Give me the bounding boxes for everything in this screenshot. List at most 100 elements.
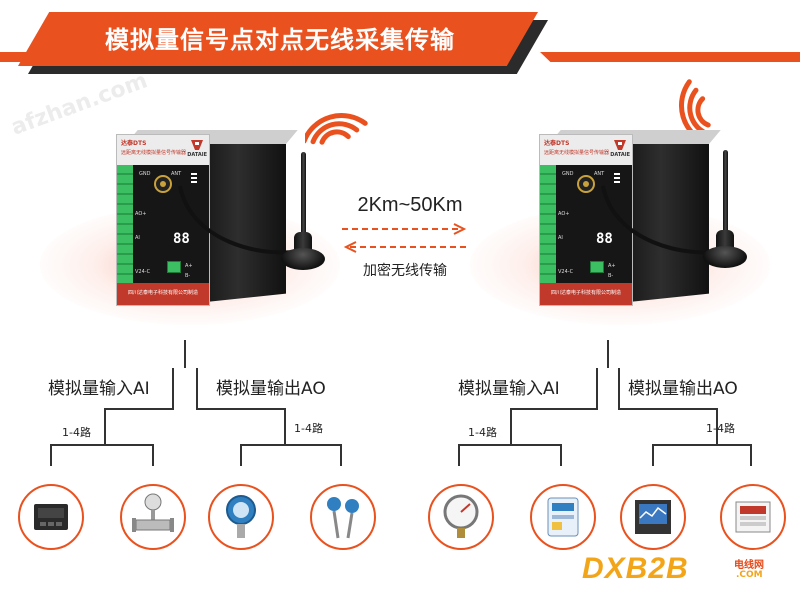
a-label: A+ [608, 263, 616, 269]
connector-line [607, 340, 609, 368]
v24-label: V24-C [558, 269, 574, 275]
terminal-connector [167, 261, 181, 273]
connector-line [172, 368, 174, 408]
distance-label: 2Km~50Km [357, 194, 463, 216]
antenna-icon [698, 150, 758, 290]
device-footer-text: 四川达泰电子科技有限公司制造 [550, 290, 621, 296]
connector-line [50, 444, 52, 466]
ai-label: AI [135, 235, 140, 241]
temperature-sensor-icon [310, 484, 376, 550]
gnd-label: GND [562, 171, 574, 177]
antenna-connector-icon [577, 175, 595, 193]
gnd-label: GND [139, 171, 151, 177]
connector-line [340, 444, 342, 466]
device-front-panel: 达泰DTS 远距离无线模拟量信号传输器 DATAIE GND ANT AO+ A… [539, 134, 633, 306]
connector-line [284, 408, 286, 444]
pressure-transmitter-icon [208, 484, 274, 550]
ant-label: ANT [594, 171, 605, 177]
banner-stripe-right [540, 52, 800, 62]
electric-meter-icon [530, 484, 596, 550]
antenna-connector-icon [154, 175, 172, 193]
pressure-gauge-icon [428, 484, 494, 550]
analog-input-label: 模拟量输入AI [458, 379, 560, 399]
analog-input-label: 模拟量输入AI [48, 379, 150, 399]
watermark-logo: DXB2B [582, 552, 689, 585]
ao-label: AO+ [558, 211, 570, 217]
connector-line [240, 444, 342, 446]
status-leds [191, 173, 197, 185]
terminal-connector [590, 261, 604, 273]
connector-line [104, 408, 174, 410]
connector-line [152, 444, 154, 466]
device-logo-text: DATAIE [187, 152, 207, 158]
ant-label: ANT [171, 171, 182, 177]
antenna-icon [276, 152, 336, 292]
title-banner: 模拟量信号点对点无线采集传输 [0, 12, 800, 82]
route-count-label: 1-4路 [468, 426, 497, 439]
device-control-panel: GND ANT AO+ AI 88 V24-C A+ B- [133, 165, 209, 283]
arrow-right-icon [342, 223, 467, 235]
watermark-com: .COM [736, 570, 763, 580]
banner-background [18, 12, 538, 66]
route-count-label: 1-4路 [294, 422, 323, 435]
power-meter-icon [18, 484, 84, 550]
vortex-flowmeter-icon [120, 484, 186, 550]
watermark-cn: 电线网 [734, 560, 764, 571]
wireless-transmitter-right: 达泰DTS 远距离无线模拟量信号传输器 DATAIE GND ANT AO+ A… [539, 130, 721, 309]
connector-line [458, 444, 460, 466]
b-label: B- [608, 273, 614, 279]
connector-line [50, 444, 154, 446]
device-footer: 四川达泰电子科技有限公司制造 [540, 283, 632, 305]
device-model: 远距离无线模拟量信号传输器 [544, 150, 610, 156]
paperless-recorder-icon [620, 484, 686, 550]
connector-line [104, 408, 106, 444]
connector-line [596, 368, 598, 408]
connector-line [196, 408, 286, 410]
device-front-panel: 达泰DTS 远距离无线模拟量信号传输器 DATAIE GND ANT AO+ A… [116, 134, 210, 306]
device-brand: 达泰DTS [544, 140, 570, 147]
device-header: 达泰DTS 远距离无线模拟量信号传输器 DATAIE [540, 135, 632, 165]
arrow-left-icon [343, 241, 468, 253]
ai-label: AI [558, 235, 563, 241]
seven-segment-display: 88 [173, 231, 190, 247]
connector-line [184, 340, 186, 368]
digital-panel-meter-icon [720, 484, 786, 550]
wifi-signal-icon [301, 98, 375, 168]
device-footer: 四川达泰电子科技有限公司制造 [117, 283, 209, 305]
connector-line [458, 444, 562, 446]
connector-line [618, 408, 718, 410]
device-model: 远距离无线模拟量信号传输器 [121, 150, 187, 156]
device-footer-text: 四川达泰电子科技有限公司制造 [127, 290, 198, 296]
device-brand: 达泰DTS [121, 140, 147, 147]
device-header: 达泰DTS 远距离无线模拟量信号传输器 DATAIE [117, 135, 209, 165]
b-label: B- [185, 273, 191, 279]
connector-line [652, 444, 752, 446]
device-control-panel: GND ANT AO+ AI 88 V24-C A+ B- [556, 165, 632, 283]
status-leds [614, 173, 620, 185]
connector-line [510, 408, 598, 410]
connector-line [196, 368, 198, 408]
route-count-label: 1-4路 [62, 426, 91, 439]
device-logo-text: DATAIE [610, 152, 630, 158]
wireless-transmitter-left: 达泰DTS 远距离无线模拟量信号传输器 DATAIE GND ANT AO+ A… [116, 130, 298, 309]
analog-output-label: 模拟量输出AO [628, 379, 738, 399]
route-count-label: 1-4路 [706, 422, 735, 435]
company-logo-icon [614, 140, 626, 150]
connector-line [652, 444, 654, 466]
company-logo-icon [191, 140, 203, 150]
banner-title: 模拟量信号点对点无线采集传输 [105, 26, 455, 54]
connector-line [750, 444, 752, 466]
v24-label: V24-C [135, 269, 151, 275]
encryption-label: 加密无线传输 [363, 263, 447, 279]
analog-output-label: 模拟量输出AO [216, 379, 326, 399]
banner-stripe-left [0, 52, 40, 62]
terminal-block [117, 165, 133, 283]
connector-line [510, 408, 512, 444]
connector-line [618, 368, 620, 408]
seven-segment-display: 88 [596, 231, 613, 247]
ao-label: AO+ [135, 211, 147, 217]
connector-line [716, 408, 718, 444]
terminal-block [540, 165, 556, 283]
connector-line [560, 444, 562, 466]
connector-line [240, 444, 242, 466]
